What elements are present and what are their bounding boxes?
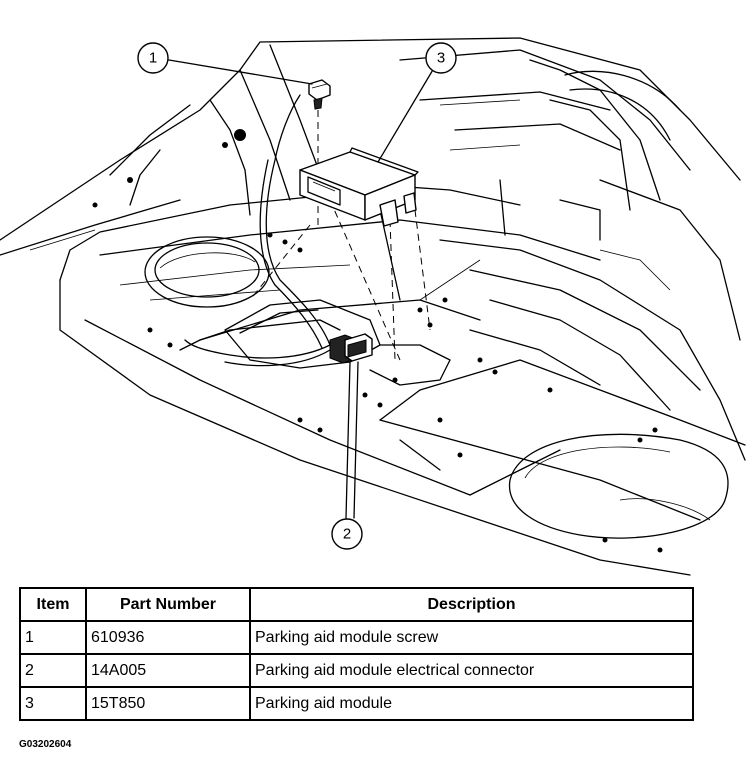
table-row: 1 610936 Parking aid module screw xyxy=(19,620,694,655)
row-description: Parking aid module xyxy=(249,686,694,721)
wiring-harness xyxy=(184,94,341,367)
callout-1: 1 xyxy=(137,42,169,74)
callout-2-label: 2 xyxy=(343,526,351,543)
header-description: Description xyxy=(249,587,694,622)
row-item: 1 xyxy=(19,620,87,655)
row-description: Parking aid module electrical connector xyxy=(249,653,694,688)
parts-table: Item Part Number Description 1 610936 Pa… xyxy=(19,587,694,721)
speaker-icon xyxy=(508,433,729,539)
mounting-holes xyxy=(92,129,663,553)
row-part-number: 14A005 xyxy=(85,653,251,688)
callout-3-label: 3 xyxy=(437,50,445,67)
figure-id: G03202604 xyxy=(19,739,72,750)
row-item: 2 xyxy=(19,653,87,688)
table-row: 3 15T850 Parking aid module xyxy=(19,686,694,721)
header-item: Item xyxy=(19,587,87,622)
row-part-number: 15T850 xyxy=(85,686,251,721)
table-header-row: Item Part Number Description xyxy=(19,587,694,622)
mounting-guide-lines xyxy=(249,110,431,361)
row-item: 3 xyxy=(19,686,87,721)
row-description: Parking aid module screw xyxy=(249,620,694,655)
table-row: 2 14A005 Parking aid module electrical c… xyxy=(19,653,694,688)
vehicle-body-outline xyxy=(0,37,746,576)
screw-icon xyxy=(308,79,331,110)
callout-1-label: 1 xyxy=(149,50,157,67)
parking-aid-installation-illustration: 1 3 2 xyxy=(0,37,746,576)
parking-aid-module-icon xyxy=(299,147,419,227)
header-part-number: Part Number xyxy=(85,587,251,622)
electrical-connector-icon xyxy=(329,333,373,364)
row-part-number: 610936 xyxy=(85,620,251,655)
callout-leaders xyxy=(168,59,435,519)
speaker-icon xyxy=(144,236,270,308)
callout-3: 3 xyxy=(425,42,457,74)
callout-2: 2 xyxy=(331,518,363,550)
